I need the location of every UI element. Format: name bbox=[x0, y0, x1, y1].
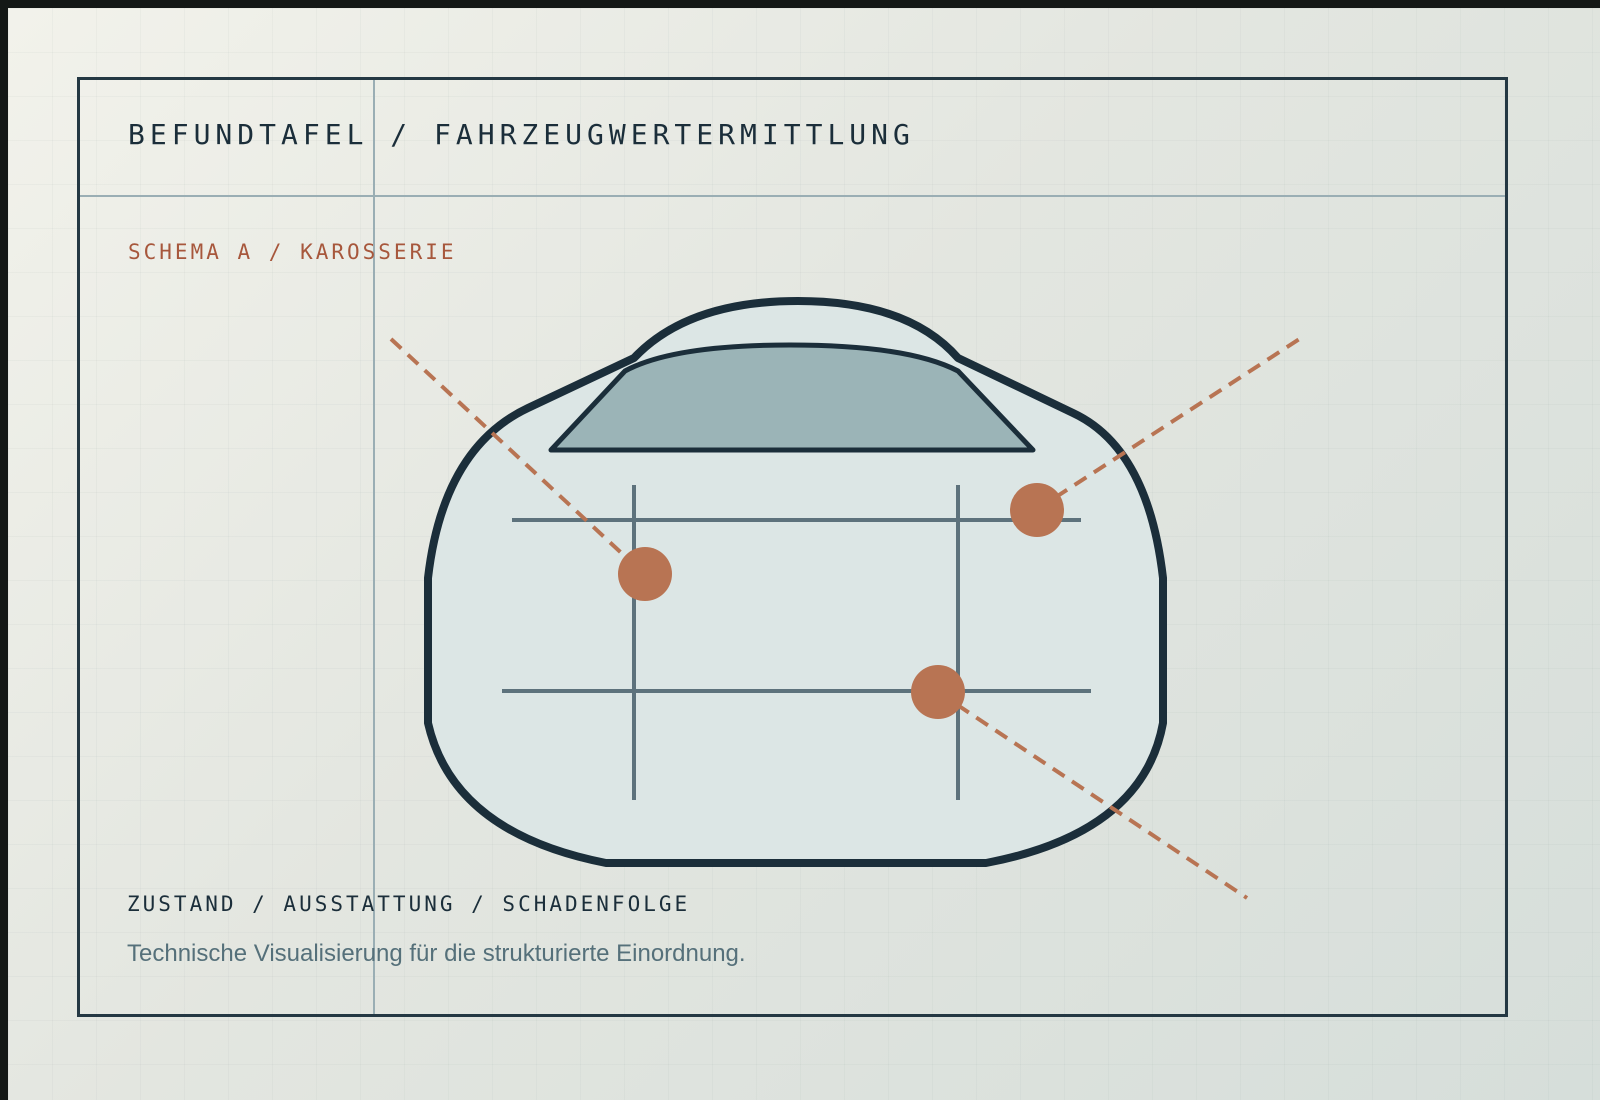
upper-right-damage-marker bbox=[1010, 483, 1064, 537]
findings-panel: BEFUNDTAFEL / FAHRZEUGWERTERMITTLUNG SCH… bbox=[77, 77, 1508, 1017]
callout-lines bbox=[389, 336, 1303, 900]
panel-title: BEFUNDTAFEL / FAHRZEUGWERTERMITTLUNG bbox=[128, 118, 915, 151]
left-damage-marker bbox=[618, 547, 672, 601]
footer-caption: ZUSTAND / AUSSTATTUNG / SCHADENFOLGE bbox=[127, 892, 691, 916]
callout-line-left bbox=[389, 337, 646, 576]
schema-label: SCHEMA A / KAROSSERIE bbox=[128, 240, 457, 264]
vertical-guide-line bbox=[373, 80, 375, 1014]
structure-frame bbox=[502, 485, 1091, 800]
damage-markers bbox=[618, 483, 1064, 719]
footer-description: Technische Visualisierung für die strukt… bbox=[127, 940, 746, 967]
page-canvas: BEFUNDTAFEL / FAHRZEUGWERTERMITTLUNG SCH… bbox=[8, 8, 1600, 1100]
vehicle-schematic bbox=[389, 297, 1303, 900]
lower-right-damage-marker bbox=[911, 665, 965, 719]
callout-line-lower-right bbox=[936, 690, 1249, 900]
callout-line-upper-right bbox=[1034, 336, 1303, 512]
header-divider bbox=[80, 195, 1505, 197]
windshield bbox=[548, 342, 1036, 453]
